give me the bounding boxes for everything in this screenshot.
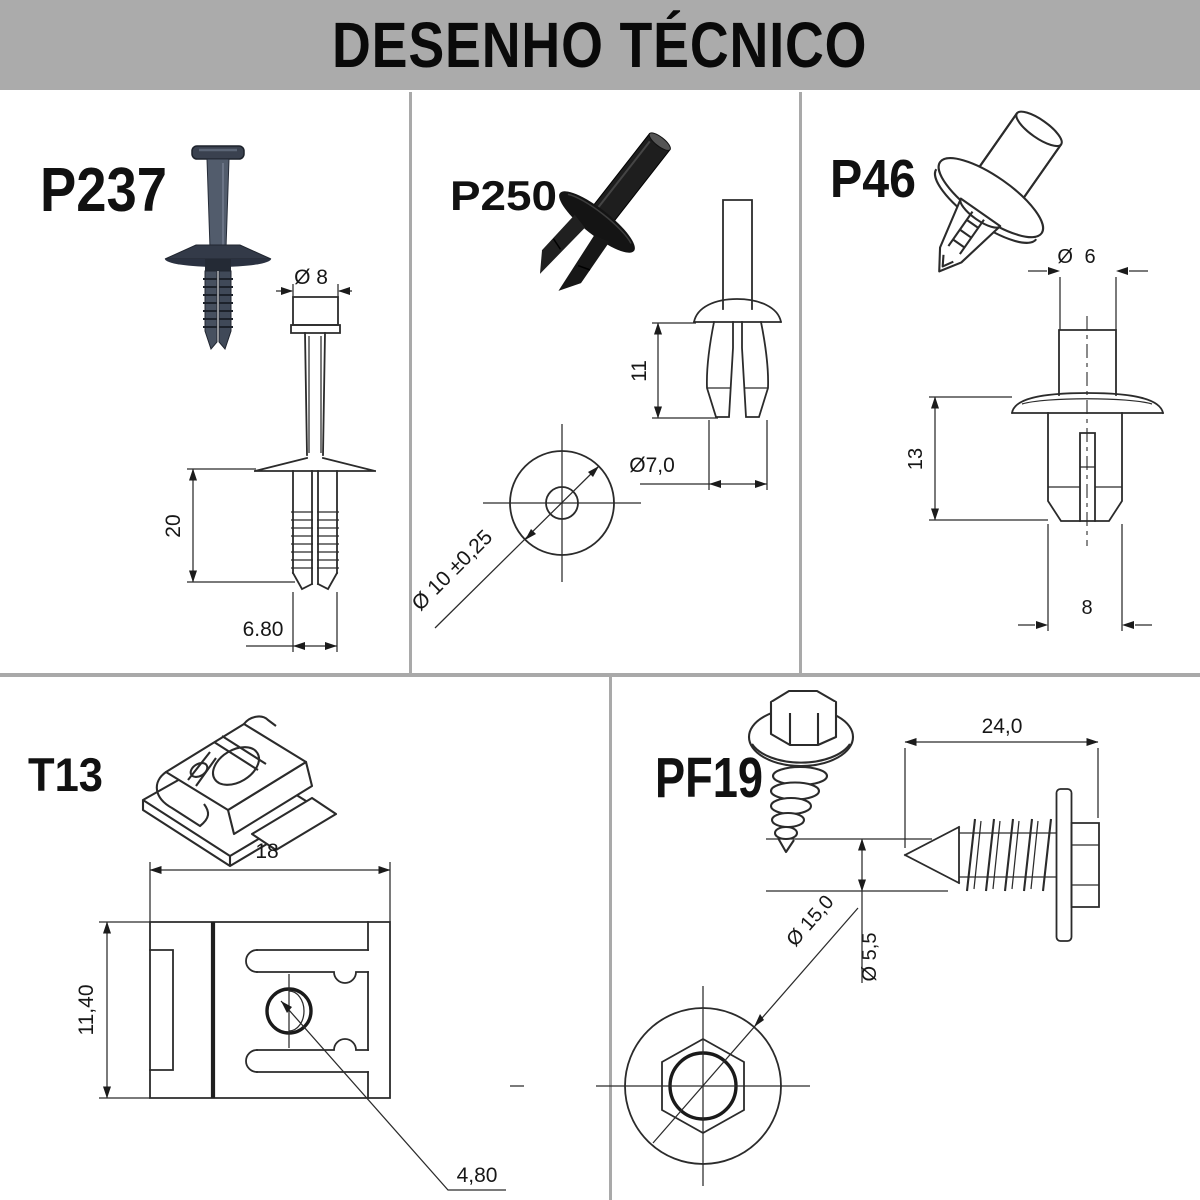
p250-render xyxy=(539,132,671,291)
cell-p46: P46 xyxy=(830,110,1165,631)
p46-side-view xyxy=(1010,316,1165,546)
t13-top-view xyxy=(149,921,506,1191)
pf19-dim-thread-diameter: Ø 5,5 xyxy=(859,933,881,982)
part-label-p46: P46 xyxy=(830,149,916,209)
p46-render xyxy=(933,110,1063,273)
p237-side-view xyxy=(253,296,377,591)
pf19-dim-length: 24,0 xyxy=(982,715,1023,738)
pf19-dim-washer-diameter: Ø 15,0 xyxy=(782,891,838,951)
p46-dim-leg-span: 8 xyxy=(1081,597,1092,619)
cell-p237: P237 xyxy=(40,145,377,652)
p250-dim-leg-diameter: Ø7,0 xyxy=(629,454,675,477)
p46-dim-body-length: 13 xyxy=(905,448,927,470)
divider-bottom xyxy=(609,677,612,1200)
t13-dimensions: 18 11,40 4,80 xyxy=(75,840,497,1187)
pf19-render xyxy=(747,689,855,854)
part-label-p237: P237 xyxy=(40,156,167,225)
title-banner: DESENHO TÉCNICO xyxy=(0,0,1200,90)
p250-dim-flange-diameter: Ø 10 ±0,25 xyxy=(408,526,498,616)
part-label-t13: T13 xyxy=(28,748,103,801)
divider-horizontal xyxy=(0,673,1200,677)
p237-render xyxy=(164,145,272,350)
p250-side-view xyxy=(692,199,783,418)
divider-top-right xyxy=(799,92,802,674)
p237-dim-shank-width: 6.80 xyxy=(243,618,284,641)
p237-dim-shank-length: 20 xyxy=(162,514,185,537)
part-label-pf19: PF19 xyxy=(655,746,763,810)
p237-dim-head-diameter: Ø 8 xyxy=(294,266,328,289)
p46-dimensions: Ø 6 13 8 xyxy=(905,246,1152,631)
t13-dim-hole-diameter: 4,80 xyxy=(457,1164,498,1187)
cell-p250: P250 xyxy=(408,132,783,629)
p250-bottom-view xyxy=(434,424,641,629)
t13-dim-height: 11,40 xyxy=(75,985,98,1036)
p237-dimensions: Ø 8 20 6.80 xyxy=(162,266,352,652)
t13-render xyxy=(141,715,338,868)
centerline xyxy=(510,986,810,1186)
divider-top-left xyxy=(409,92,412,674)
cell-pf19: PF19 xyxy=(510,689,1100,1186)
p46-dim-stem-diameter: Ø 6 xyxy=(1057,246,1098,268)
part-label-p250: P250 xyxy=(450,172,557,219)
page-title: DESENHO TÉCNICO xyxy=(332,9,868,81)
pf19-side-view xyxy=(903,788,1100,942)
pf19-bottom-view xyxy=(510,907,859,1186)
cell-t13: T13 xyxy=(28,715,506,1191)
grid-dividers xyxy=(0,92,1200,1200)
p250-dim-leg-length: 11 xyxy=(628,360,651,382)
t13-dim-width: 18 xyxy=(255,840,278,863)
p250-dimensions: 11 Ø7,0 Ø 10 ±0,25 xyxy=(408,322,768,616)
